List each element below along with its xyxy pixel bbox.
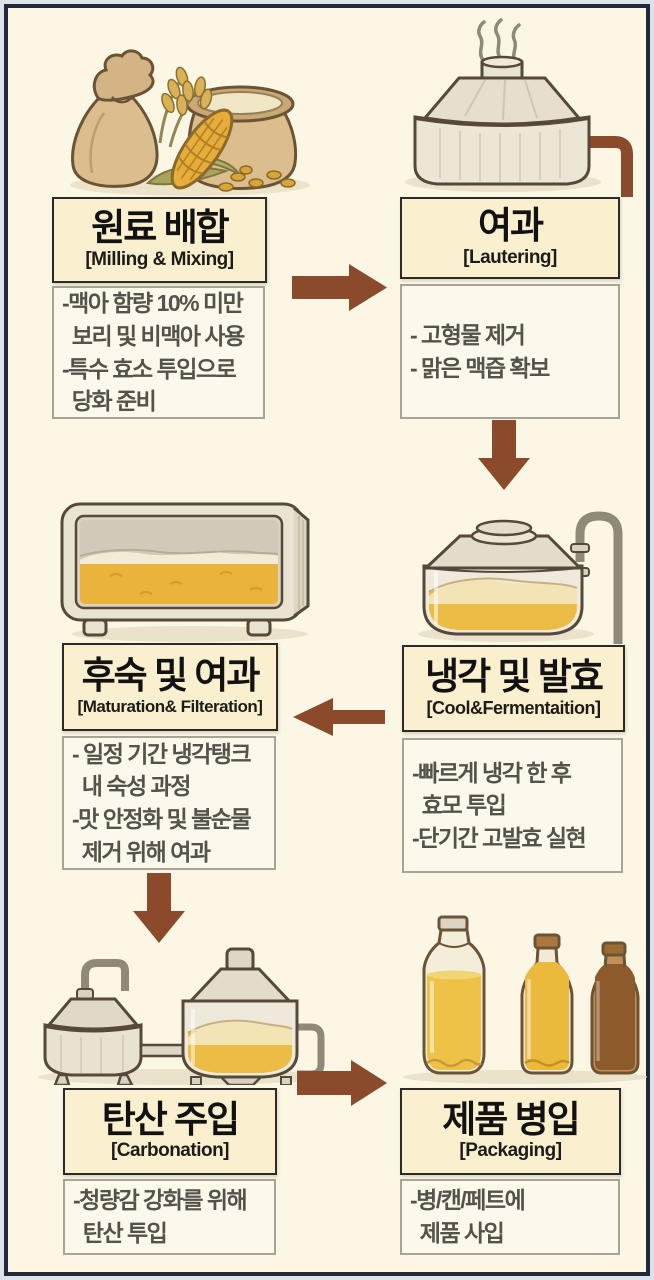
maturation-tank-illustration bbox=[60, 502, 310, 642]
step-subtitle: [Lautering] bbox=[463, 246, 557, 268]
flow-arrow-right-icon bbox=[292, 264, 387, 311]
step-title: 제품 병입 bbox=[442, 1098, 580, 1140]
lauter-tun-illustration bbox=[405, 18, 633, 197]
step-title-box-carbonation: 탄산 주입 [Carbonation] bbox=[63, 1088, 277, 1175]
step-subtitle: [Packaging] bbox=[459, 1140, 562, 1162]
grain-sacks-illustration bbox=[70, 49, 310, 196]
step-details-box-milling: -맥아 함량 10% 미만 보리 및 비맥아 사용 -특수 효소 투입으로 당화… bbox=[52, 286, 265, 419]
step-title: 원료 배합 bbox=[91, 207, 229, 249]
step-title-box-maturation: 후숙 및 여과 [Maturation& Filteration] bbox=[62, 643, 278, 731]
step-title-box-lautering: 여과 [Lautering] bbox=[400, 197, 620, 279]
step-details-box-maturation: - 일정 기간 냉각탱크 내 숙성 과정 -맛 안정화 및 불순물 제거 위해 … bbox=[62, 736, 276, 870]
step-details: -병/캔/페트에 제품 사입 bbox=[410, 1187, 526, 1246]
flow-arrow-left-icon bbox=[293, 698, 385, 736]
step-details: -빠르게 냉각 한 후 효모 투입 -단기간 고발효 실현 bbox=[412, 759, 587, 851]
step-subtitle: [Milling & Mixing] bbox=[85, 248, 234, 270]
step-title-box-fermentation: 냉각 및 발효 [Cool&Fermentaition] bbox=[402, 645, 625, 732]
fermentation-jar-illustration bbox=[418, 511, 623, 644]
step-title: 후숙 및 여과 bbox=[81, 655, 261, 697]
step-details: - 고형물 제거 - 맑은 맥즙 확보 bbox=[410, 321, 550, 381]
step-title: 탄산 주입 bbox=[101, 1098, 240, 1140]
step-details-box-packaging: -병/캔/페트에 제품 사입 bbox=[400, 1179, 620, 1255]
step-subtitle: [Cool&Fermentaition] bbox=[426, 697, 602, 718]
flow-arrow-right-icon bbox=[297, 1060, 387, 1106]
step-details: -청량감 강화를 위해 탄산 투입 bbox=[73, 1187, 248, 1246]
step-title: 냉각 및 발효 bbox=[425, 656, 604, 698]
flow-arrow-down-icon bbox=[133, 873, 185, 943]
bottles-illustration bbox=[403, 915, 647, 1084]
step-details: - 일정 기간 냉각탱크 내 숙성 과정 -맛 안정화 및 불순물 제거 위해 … bbox=[72, 740, 252, 865]
step-subtitle: [Maturation& Filteration] bbox=[77, 696, 263, 716]
step-details-box-carbonation: -청량감 강화를 위해 탄산 투입 bbox=[63, 1179, 276, 1255]
carbonation-tanks-illustration bbox=[38, 947, 325, 1085]
step-title-box-milling: 원료 배합 [Milling & Mixing] bbox=[52, 197, 267, 283]
step-details-box-fermentation: -빠르게 냉각 한 후 효모 투입 -단기간 고발효 실현 bbox=[402, 738, 623, 873]
step-details-box-lautering: - 고형물 제거 - 맑은 맥즙 확보 bbox=[400, 284, 620, 419]
flow-arrow-down-icon bbox=[478, 420, 530, 490]
step-title: 여과 bbox=[477, 205, 544, 247]
step-subtitle: [Carbonation] bbox=[110, 1140, 230, 1162]
step-title-box-packaging: 제품 병입 [Packaging] bbox=[400, 1088, 621, 1175]
step-details: -맥아 함량 10% 미만 보리 및 비맥아 사용 -특수 효소 투입으로 당화… bbox=[62, 290, 245, 415]
